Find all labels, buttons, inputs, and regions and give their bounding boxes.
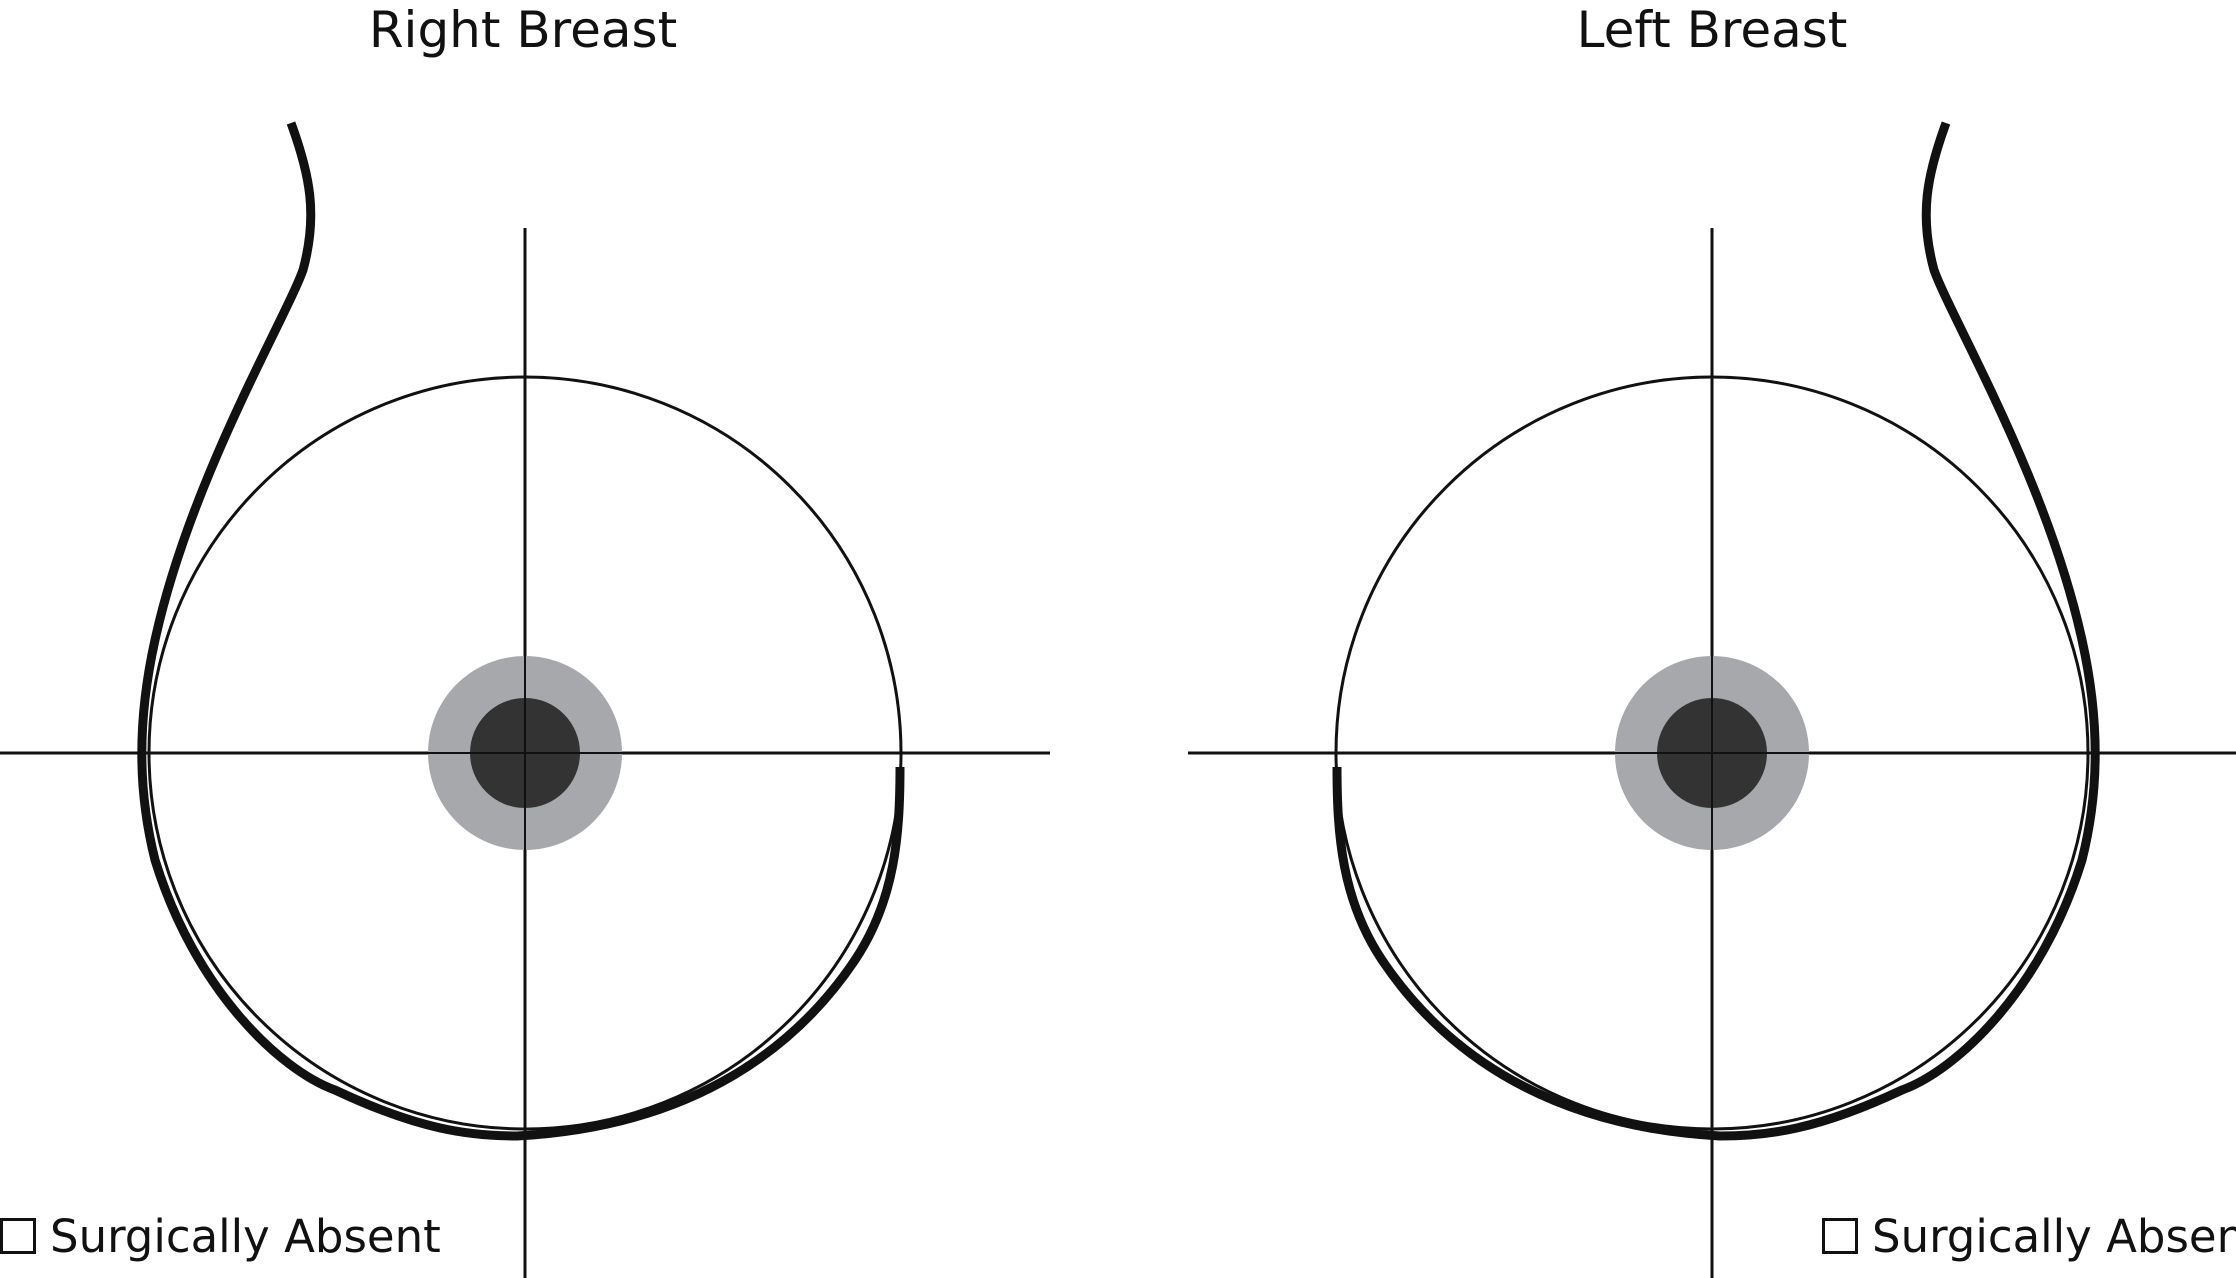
left-breast-contour — [1332, 121, 2100, 1141]
right-breast-title: Right Breast — [368, 1, 678, 59]
left-breast-title: Left Breast — [1576, 1, 1848, 59]
left-surgically-absent-checkbox[interactable] — [1822, 1218, 1858, 1254]
right-breast-diagram — [0, 121, 1050, 1278]
left-surgically-absent-option: Surgically Absent — [1822, 1208, 2236, 1264]
right-surgically-absent-label: Surgically Absent — [50, 1209, 441, 1263]
left-surgically-absent-label: Surgically Absent — [1872, 1209, 2236, 1263]
right-breast-contour — [137, 121, 905, 1141]
right-surgically-absent-option: Surgically Absent — [0, 1208, 441, 1264]
left-breast-diagram — [1188, 121, 2236, 1278]
right-surgically-absent-checkbox[interactable] — [0, 1218, 36, 1254]
